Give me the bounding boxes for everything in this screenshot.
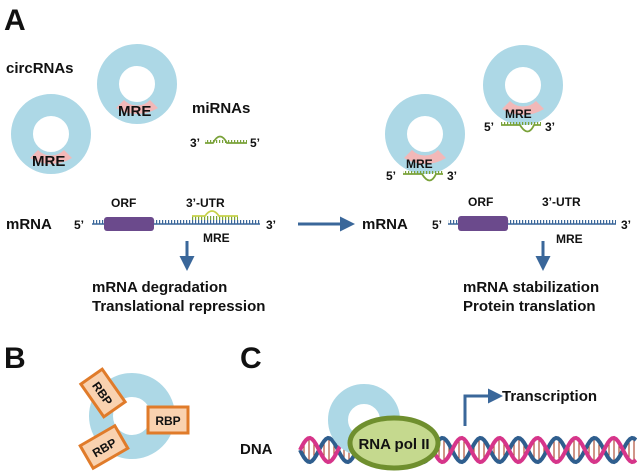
bound-3prime: 3’ bbox=[447, 169, 457, 183]
circrnas-label: circRNAs bbox=[6, 60, 74, 77]
orf-label: ORF bbox=[111, 196, 136, 210]
utr-label: 3’-UTR bbox=[542, 195, 581, 209]
mre-label: MRE bbox=[32, 153, 65, 170]
circrna-ring: MRE bbox=[97, 44, 177, 124]
mirna-strand bbox=[205, 135, 247, 144]
mre-region bbox=[502, 101, 544, 115]
mrna-3prime: 3’ bbox=[266, 218, 276, 232]
outcome-repression: Translational repression bbox=[92, 298, 265, 315]
outcome-degradation: mRNA degradation bbox=[92, 279, 227, 296]
utr-label: 3’-UTR bbox=[186, 196, 225, 210]
mre-region bbox=[30, 150, 72, 164]
rbp-label: RBP bbox=[155, 414, 180, 428]
mirnas-label: miRNAs bbox=[192, 100, 250, 117]
outcome-translation: Protein translation bbox=[463, 298, 596, 315]
panel-a-label: A bbox=[4, 4, 26, 37]
orf-box bbox=[458, 216, 508, 231]
circrna-ring: MRE 5’ 3’ bbox=[483, 45, 563, 134]
rbp-protein: RBP bbox=[78, 367, 128, 419]
outcome-stabilization: mRNA stabilization bbox=[463, 279, 599, 296]
transcription-label: Transcription bbox=[502, 388, 597, 405]
mre-region bbox=[404, 150, 446, 164]
orf-label: ORF bbox=[468, 195, 493, 209]
bound-3prime: 3’ bbox=[545, 120, 555, 134]
mre-label: MRE bbox=[556, 232, 583, 246]
transcription-arrow bbox=[463, 388, 503, 426]
bound-5prime: 5’ bbox=[386, 169, 396, 183]
rna-pol-ii-label: RNA pol II bbox=[358, 436, 429, 453]
mrna-5prime: 5’ bbox=[432, 218, 442, 232]
circrna-ring: MRE 5’ 3’ bbox=[385, 94, 465, 183]
mre-label: MRE bbox=[505, 107, 532, 121]
mre-region bbox=[116, 100, 158, 114]
mrna-3prime: 3’ bbox=[621, 218, 631, 232]
panel-c-label: C bbox=[240, 342, 262, 375]
orf-box bbox=[104, 217, 154, 231]
mrna-label: mRNA bbox=[6, 216, 52, 233]
rbp-protein: RBP bbox=[146, 405, 190, 435]
mirna-5prime: 5’ bbox=[250, 136, 260, 150]
circrna-ring: MRE bbox=[11, 94, 91, 174]
dna-label: DNA bbox=[240, 441, 273, 458]
mrna-label: mRNA bbox=[362, 216, 408, 233]
bound-5prime: 5’ bbox=[484, 120, 494, 134]
rna-pol-ii bbox=[347, 415, 441, 471]
mre-label: MRE bbox=[406, 157, 433, 171]
mirna-3prime: 3’ bbox=[190, 136, 200, 150]
mre-label: MRE bbox=[203, 231, 230, 245]
bound-mirna bbox=[192, 210, 238, 220]
panel-b-label: B bbox=[4, 342, 26, 375]
mre-label: MRE bbox=[118, 103, 151, 120]
mrna-5prime: 5’ bbox=[74, 218, 84, 232]
rbp-protein: RBP bbox=[78, 423, 130, 471]
